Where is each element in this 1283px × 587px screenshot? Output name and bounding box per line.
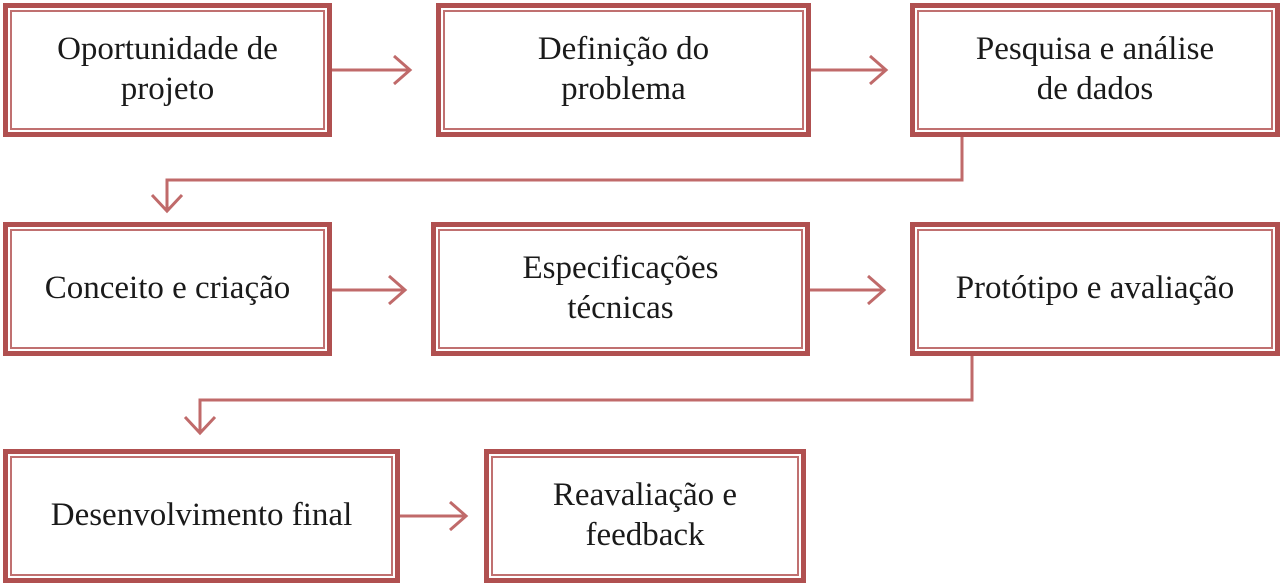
step-conceito-e-criacao: Conceito e criação — [3, 222, 332, 356]
step-label: Especificações técnicas — [522, 250, 719, 326]
arrow-oportunidade-to-definicao — [332, 54, 413, 86]
arrow-prototipo-to-desenvolvimento — [183, 356, 974, 436]
step-prototipo-e-avaliacao: Protótipo e avaliação — [910, 222, 1280, 356]
step-label: Oportunidade de projeto — [57, 31, 278, 107]
arrow-conceito-to-especificacoes — [332, 274, 408, 306]
step-definicao-do-problema: Definição do problema — [436, 3, 811, 137]
step-label: Desenvolvimento final — [50, 497, 353, 534]
step-reavaliacao-e-feedback: Reavaliação e feedback — [484, 449, 806, 583]
step-label: Pesquisa e análise de dados — [975, 31, 1215, 107]
arrow-definicao-to-pesquisa — [811, 54, 889, 86]
step-desenvolvimento-final: Desenvolvimento final — [3, 449, 400, 583]
arrow-especificacoes-to-prototipo — [810, 274, 887, 306]
step-label: Definição do problema — [537, 31, 710, 107]
arrow-pesquisa-to-conceito — [150, 137, 964, 214]
step-label: Protótipo e avaliação — [955, 270, 1235, 307]
step-especificacoes-tecnicas: Especificações técnicas — [431, 222, 810, 356]
step-label: Reavaliação e feedback — [552, 477, 738, 553]
step-pesquisa-e-analise-de-dados: Pesquisa e análise de dados — [910, 3, 1280, 137]
arrow-desenvolvimento-to-reavaliacao — [400, 500, 469, 532]
step-oportunidade-de-projeto: Oportunidade de projeto — [3, 3, 332, 137]
step-label: Conceito e criação — [44, 270, 291, 307]
